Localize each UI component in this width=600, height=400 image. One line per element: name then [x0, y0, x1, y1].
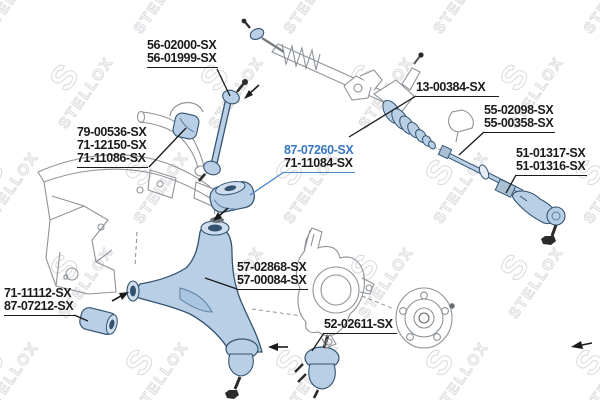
arm-rear-bushing-highlight	[209, 181, 255, 213]
label-swaybar-bushing: 79-00536-SX 71-12150-SX 71-11086-SX	[77, 125, 149, 168]
label-control-arm: 57-02868-SX 57-00084-SX	[237, 260, 309, 290]
arrow-hub	[571, 341, 593, 349]
projection-dash-lines	[251, 295, 395, 317]
part-number: 55-00358-SX	[484, 116, 554, 130]
label-tie-rod-end: 51-01317-SX 51-01316-SX	[516, 146, 588, 176]
swaybar-bushing-highlight	[172, 112, 200, 140]
part-number: 56-01999-SX	[147, 51, 217, 65]
steering-boot-highlight	[382, 99, 436, 150]
part-number: 57-02868-SX	[237, 260, 307, 274]
part-number: 55-02098-SX	[484, 103, 554, 117]
part-number: 51-01316-SX	[516, 159, 586, 173]
part-number: 79-00536-SX	[77, 125, 147, 139]
label-stabilizer-link: 56-02000-SX 56-01999-SX	[147, 38, 219, 68]
part-number: 71-11086-SX	[77, 151, 146, 165]
axial-rod-drawing	[437, 144, 524, 198]
arrow-ball-joint	[268, 343, 288, 351]
part-number: 13-00384-SX	[416, 80, 486, 94]
label-leader-lines	[73, 68, 517, 352]
control-arm-highlight	[126, 217, 263, 399]
part-number-link[interactable]: 87-07260-SX	[284, 143, 354, 157]
arrow-rear-bushing	[213, 207, 229, 221]
part-number: 56-02000-SX	[147, 38, 217, 52]
label-arm-front-bushing: 71-11112-SX 87-07212-SX	[4, 286, 76, 316]
part-number: 71-11084-SX	[284, 156, 353, 170]
label-ball-joint: 52-02611-SX	[324, 318, 397, 334]
wheel-hub-drawing	[395, 287, 455, 349]
steering-knuckle-drawing	[295, 227, 375, 349]
part-number: 57-00084-SX	[237, 273, 307, 287]
label-arm-rear-bushing: 87-07260-SX 71-11084-SX	[284, 143, 356, 173]
outer-tie-rod-left-end	[241, 18, 424, 58]
part-number: 71-12150-SX	[77, 138, 147, 152]
assembly-arrows	[111, 84, 593, 351]
ball-joint-highlight	[294, 334, 340, 399]
stabilizer-link-highlight	[198, 79, 248, 182]
arrow-link-top	[244, 84, 260, 99]
part-number: 71-11112-SX	[4, 286, 72, 300]
label-steering-boot: 13-00384-SX	[416, 80, 500, 97]
tie-rod-end-highlight	[512, 190, 566, 245]
arm-front-bushing-highlight	[79, 307, 118, 335]
arrow-front-bushing	[111, 292, 129, 302]
label-axial-rod: 55-02098-SX 55-00358-SX	[484, 103, 556, 133]
part-number: 87-07212-SX	[4, 299, 74, 313]
part-number: 51-01317-SX	[516, 146, 586, 160]
part-number: 52-02611-SX	[324, 317, 393, 331]
